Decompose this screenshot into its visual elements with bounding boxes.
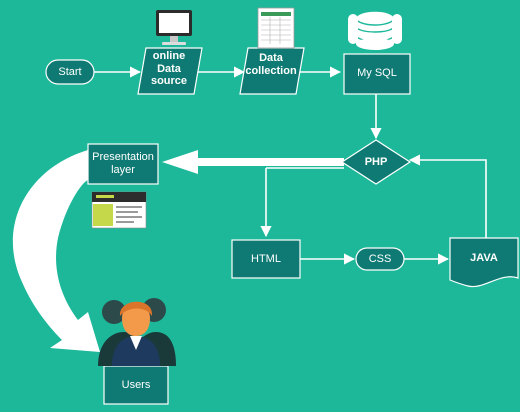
online-label-line2: Data <box>157 62 181 75</box>
php-node <box>340 139 412 185</box>
curved-flow-arrow <box>12 150 100 352</box>
collection-label-line1: Data <box>259 52 283 64</box>
data-collection-label: Data collection <box>242 52 300 77</box>
presentation-label-line2: layer <box>111 163 135 176</box>
arrow-java-php <box>408 154 487 238</box>
presentation-label-line1: Presentation <box>92 151 154 163</box>
php-label: PHP <box>364 156 388 168</box>
presentation-layer-label: Presentation layer <box>88 151 158 176</box>
online-label-line1: online <box>152 50 186 62</box>
monitor-icon <box>156 10 192 45</box>
html-node <box>231 239 301 279</box>
users-group-icon <box>98 298 176 366</box>
arrow-php-presentation <box>162 150 344 174</box>
users-node <box>103 365 169 405</box>
java-label: JAVA <box>470 252 498 264</box>
database-icon <box>348 10 402 50</box>
mysql-label: My SQL <box>357 67 397 79</box>
start-label: Start <box>58 66 82 78</box>
online-data-source-node <box>137 47 203 95</box>
presentation-layer-node <box>87 143 159 185</box>
website-thumbnail <box>91 191 147 229</box>
css-node <box>355 247 405 271</box>
css-label: CSS <box>368 253 392 265</box>
start-node <box>45 59 95 85</box>
online-label-line3: source <box>150 75 188 88</box>
online-data-source-label: online Data source <box>140 50 198 88</box>
collection-label-line2: collection <box>245 64 297 77</box>
java-node <box>449 237 519 288</box>
html-label: HTML <box>251 253 281 265</box>
mysql-node <box>343 53 411 95</box>
spreadsheet-icon <box>257 7 295 49</box>
users-label: Users <box>121 379 151 391</box>
